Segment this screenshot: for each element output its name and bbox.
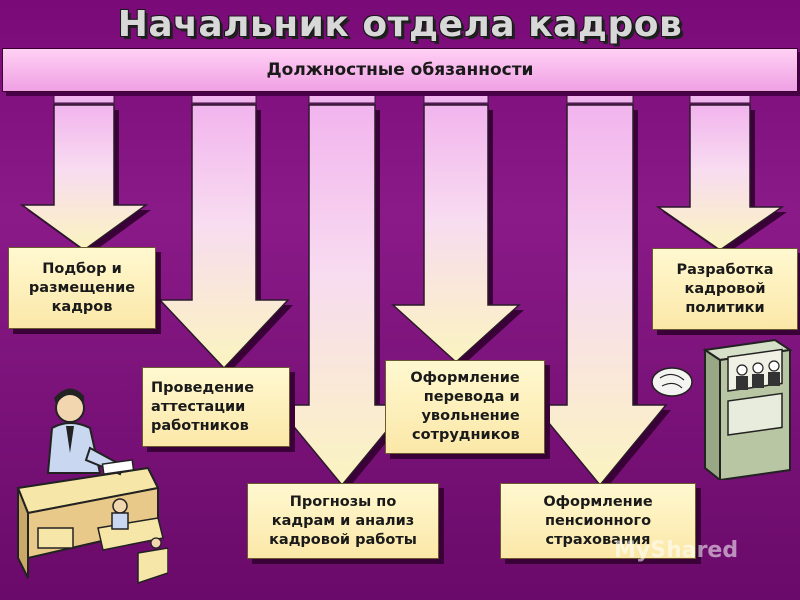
cabinet (702, 338, 793, 480)
arrow-recruitment (19, 104, 149, 251)
duty-box-transfer: Оформление перевода и увольнение сотрудн… (385, 360, 545, 454)
manager-at-desk-clipart (16, 388, 168, 585)
duty-box-recruitment: Подбор и размещение кадров (8, 247, 156, 329)
page-title: Начальник отдела кадров (117, 4, 683, 45)
duty-box-forecast: Прогнозы по кадрам и анализ кадровой раб… (247, 483, 439, 559)
arrow-forecast (274, 104, 410, 487)
manager-figure (46, 388, 135, 476)
duty-box-policy: Разработка кадровой политики (652, 248, 798, 330)
arrow-stripe-recruitment (53, 94, 115, 104)
small-desk-figure (97, 498, 168, 585)
arrow-stripe-forecast (308, 94, 376, 104)
duties-header-bar: Должностные обязанности (2, 48, 798, 92)
arrow-transfer (391, 104, 521, 364)
arrow-stripe-transfer (423, 94, 489, 104)
file-cabinet-clipart (651, 338, 793, 480)
arrow-stripe-policy (689, 94, 751, 104)
tiny-figures (736, 360, 780, 390)
arrow-attestation (158, 104, 290, 370)
arrow-stripe-pension (566, 94, 634, 104)
arrow-stripe-attestation (191, 94, 257, 104)
duty-box-attestation: Проведение аттестации работников (142, 367, 290, 447)
paper-scroll (651, 367, 693, 397)
duty-box-pension: Оформление пенсионного страхования (500, 483, 696, 559)
arrow-policy (655, 104, 785, 251)
watermark: MyShared (614, 538, 739, 563)
arrow-pension (532, 104, 668, 487)
